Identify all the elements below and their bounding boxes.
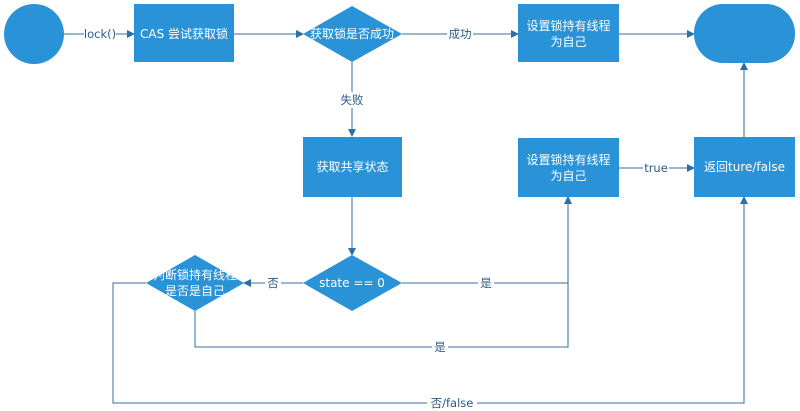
- acquire-success-decision-node: [303, 6, 402, 62]
- cas-acquire-label: CAS 尝试获取锁: [140, 26, 228, 41]
- edge-state-zero-yes-to-set-owner-mid: [402, 196, 572, 284]
- set-owner-mid-label-line2: 为自己: [550, 169, 586, 183]
- return-result-label: 返回ture/false: [704, 160, 785, 174]
- edge-owner-decision-yes-to-set-owner-mid: [194, 196, 572, 348]
- end-node: [694, 4, 795, 63]
- label-success: 成功: [449, 27, 472, 41]
- owner-self-decision-label-line2: 是否是自己: [165, 284, 225, 298]
- label-yes-bottom: 是: [434, 340, 446, 354]
- get-shared-state-node: [303, 137, 402, 197]
- set-owner-top-label-line1: 设置锁持有线程: [526, 18, 610, 33]
- return-result-node: [694, 137, 795, 197]
- set-owner-mid-node: [518, 138, 619, 197]
- nodes: CAS 尝试获取锁 获取锁是否成功 设置锁持有线程 为自己 获取共享状态 设置锁…: [4, 4, 795, 311]
- acquire-success-decision-label: 获取锁是否成功: [310, 26, 394, 41]
- label-no-false: 否/false: [431, 396, 474, 410]
- start-node: [4, 4, 64, 64]
- state-zero-decision-node: [303, 255, 402, 311]
- label-yes-right: 是: [480, 276, 492, 290]
- edges: [64, 30, 748, 404]
- get-shared-state-label: 获取共享状态: [316, 159, 388, 174]
- set-owner-top-node: [518, 4, 619, 62]
- cas-acquire-node: [134, 4, 234, 62]
- label-true: true: [644, 161, 668, 175]
- edge-owner-decision-no-to-return: [112, 196, 748, 404]
- set-owner-mid-label-line1: 设置锁持有线程: [526, 152, 610, 167]
- state-zero-decision-label: state == 0: [319, 276, 385, 290]
- owner-self-decision-label-line1: 判断锁持有线程: [153, 267, 237, 282]
- label-lock-call: lock(): [84, 27, 116, 41]
- edge-labels: lock() 成功 失败 true 是 否 是 否/false: [84, 26, 669, 411]
- label-no-left: 否: [267, 276, 279, 290]
- owner-self-decision-node: [146, 255, 244, 311]
- set-owner-top-label-line2: 为自己: [550, 35, 586, 49]
- label-failure: 失败: [341, 93, 364, 107]
